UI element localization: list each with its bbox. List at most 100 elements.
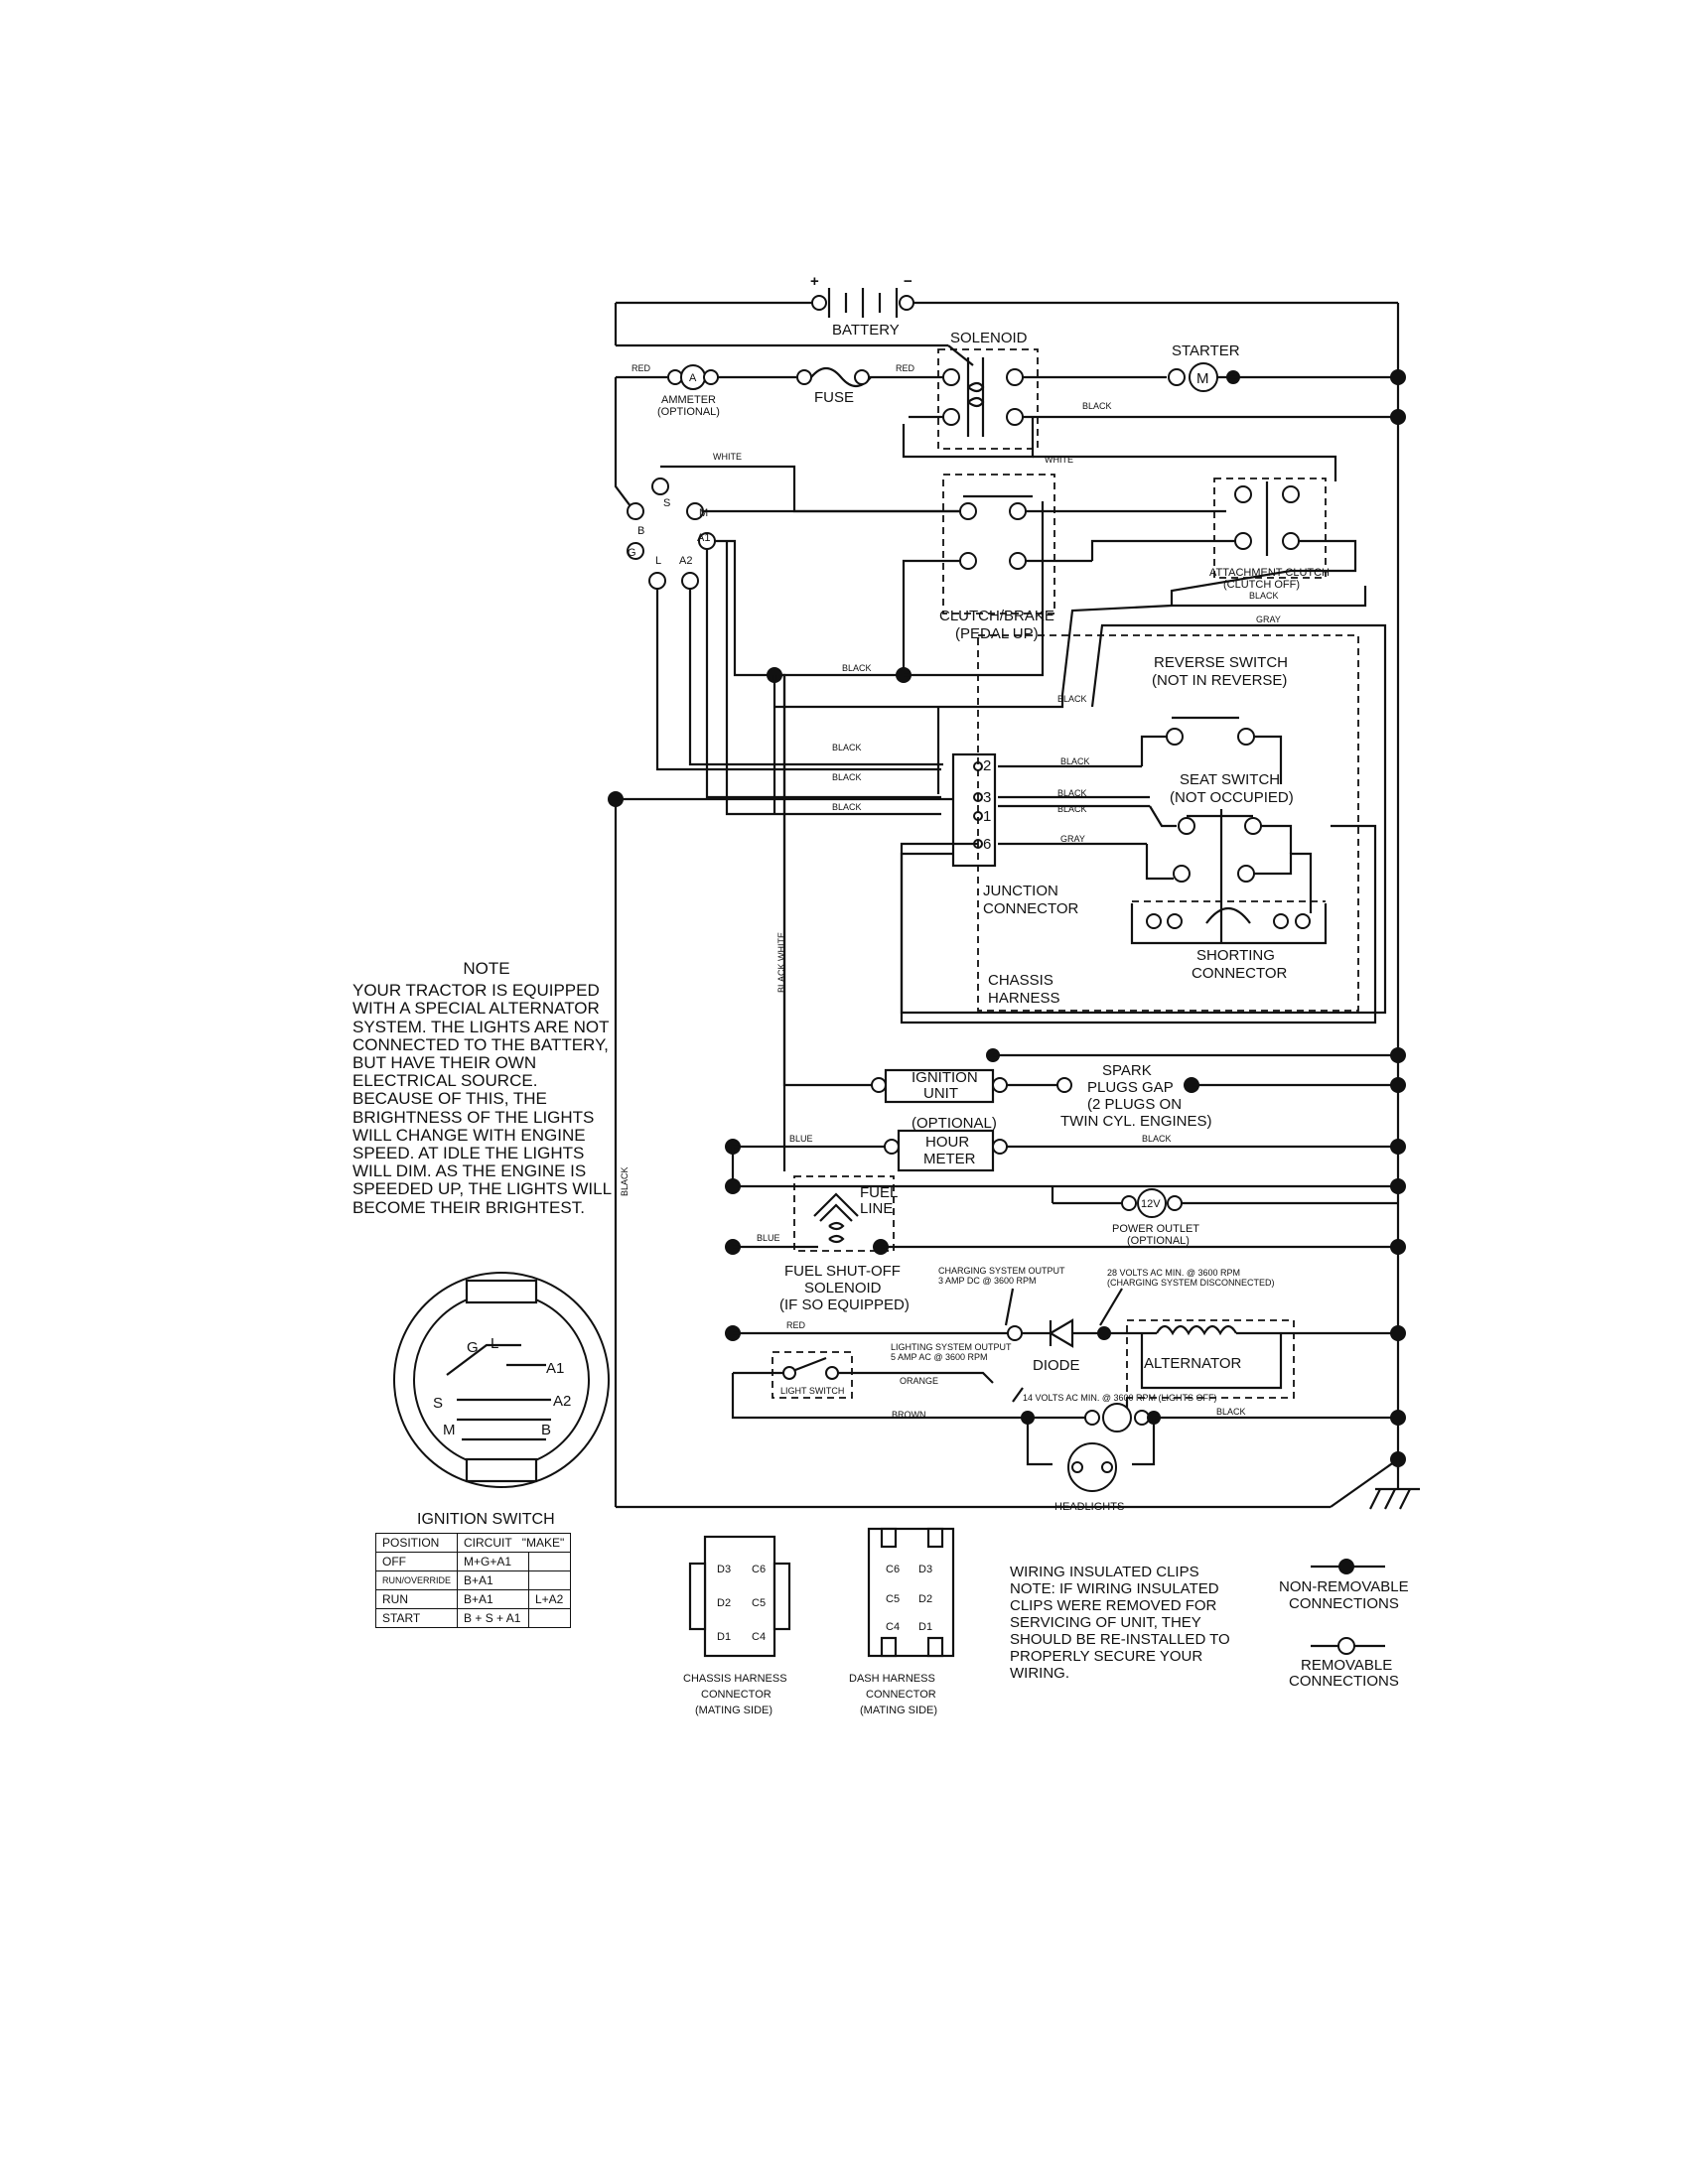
chassis-harness-connector: D3 C6 D2 C5 D1 C4 CHASSIS HARNESS CONNEC… xyxy=(683,1535,791,1716)
wire-black-1: BLACK xyxy=(1082,401,1112,411)
power-outlet-symbol: 12V xyxy=(1141,1198,1161,1210)
wire-blue-2: BLUE xyxy=(757,1233,780,1243)
wire-black-2: BLACK xyxy=(1249,591,1279,601)
ignition-terminals: B S M A1 A2 L G xyxy=(614,377,963,1171)
clips-line-6: PROPERLY SECURE YOUR xyxy=(1010,1648,1202,1665)
chassis-pin-4: C5 xyxy=(752,1597,766,1609)
ignition-switch-table: POSITION CIRCUIT "MAKE" OFF M+G+A1 RUN/O… xyxy=(374,1533,572,1628)
attachment-clutch-sub: (CLUTCH OFF) xyxy=(1223,579,1300,591)
seat-switch: SEAT SWITCH (NOT OCCUPIED) BLACK BLACK G… xyxy=(998,771,1294,943)
junction-pin-3: 3 xyxy=(983,789,991,806)
clips-line-5: SHOULD BE RE-INSTALLED TO xyxy=(1010,1631,1230,1648)
clips-line-3: CLIPS WERE REMOVED FOR xyxy=(1010,1597,1217,1614)
clips-line-4: SERVICING OF UNIT, THEY xyxy=(1010,1614,1201,1631)
legend-nonremovable-1: NON-REMOVABLE xyxy=(1279,1578,1409,1595)
charging-system: CHARGING SYSTEM OUTPUT 3 AMP DC @ 3600 R… xyxy=(725,1266,1406,1399)
dash-pin-4: D2 xyxy=(918,1593,932,1605)
wire-gray-1: GRAY xyxy=(1256,614,1281,624)
row-circuit: B+A1 xyxy=(457,1589,529,1609)
power-outlet-sub: (OPTIONAL) xyxy=(1127,1235,1190,1247)
row-extra: L+A2 xyxy=(527,1589,572,1609)
wire-black-6: BLACK xyxy=(832,772,862,782)
wire-black-8: BLACK xyxy=(1060,756,1090,766)
face-A2: A2 xyxy=(553,1393,571,1410)
spark-label-3: (2 PLUGS ON xyxy=(1087,1096,1182,1113)
ignition-switch-face: G L A1 S A2 M B xyxy=(393,1272,610,1488)
dash-pin-5: C4 xyxy=(886,1621,900,1633)
battery: + − BATTERY xyxy=(616,273,1398,339)
wire-gray-2: GRAY xyxy=(1060,834,1085,844)
junction-pin-1: 1 xyxy=(983,808,991,825)
ammeter-label: AMMETER xyxy=(661,394,716,406)
clutch-brake-label: CLUTCH/BRAKE xyxy=(939,608,1054,624)
junction-connector: 2 3 1 6 JUNCTION CONNECTOR xyxy=(951,752,1079,917)
ammeter-optional: (OPTIONAL) xyxy=(657,406,720,418)
dash-harness-connector: C6 D3 C5 D2 C4 D1 DASH HARNESS CONNECTOR… xyxy=(849,1527,955,1716)
chassis-conn-2: CONNECTOR xyxy=(701,1689,772,1701)
chassis-conn-1: CHASSIS HARNESS xyxy=(683,1673,787,1685)
table-row: OFF M+G+A1 xyxy=(374,1552,572,1571)
starter-symbol: M xyxy=(1196,370,1209,387)
power-outlet-label: POWER OUTLET xyxy=(1112,1223,1199,1235)
row-position: RUN xyxy=(374,1589,459,1609)
fuel-solenoid-2: SOLENOID xyxy=(804,1280,882,1297)
fuel-solenoid-3: (IF SO EQUIPPED) xyxy=(779,1297,910,1313)
charging-output: CHARGING SYSTEM OUTPUT xyxy=(938,1266,1065,1276)
reverse-switch-label: REVERSE SWITCH xyxy=(1154,654,1288,671)
chassis-pin-2: C6 xyxy=(752,1564,766,1575)
hour-meter-sub: METER xyxy=(923,1151,976,1167)
term-G: G xyxy=(628,547,636,559)
reverse-switch: REVERSE SWITCH (NOT IN REVERSE) BLACK xyxy=(998,654,1288,784)
wire-orange: ORANGE xyxy=(900,1376,938,1386)
term-S: S xyxy=(663,497,670,509)
fuel-line-label: FUEL xyxy=(860,1184,898,1201)
row-position: RUN/OVERRIDE xyxy=(374,1570,459,1590)
volts14: 14 VOLTS AC MIN. @ 3600 RPM (LIGHTS OFF) xyxy=(1023,1393,1217,1403)
battery-label: BATTERY xyxy=(832,322,900,339)
solenoid: SOLENOID xyxy=(909,330,1398,450)
face-G: G xyxy=(467,1339,479,1356)
clips-note: WIRING INSULATED CLIPS NOTE: IF WIRING I… xyxy=(1010,1564,1230,1682)
row-circuit: B + S + A1 xyxy=(457,1608,529,1628)
power-outlet: 12V POWER OUTLET (OPTIONAL) xyxy=(1051,1186,1398,1247)
wire-black-4: BLACK xyxy=(1057,694,1087,704)
attachment-clutch-label: ATTACHMENT CLUTCH xyxy=(1209,567,1330,579)
face-S: S xyxy=(433,1395,443,1412)
term-B: B xyxy=(637,525,644,537)
wire-black-3: BLACK xyxy=(842,663,872,673)
charging-output-sub: 3 AMP DC @ 3600 RPM xyxy=(938,1276,1037,1286)
header-position: POSITION xyxy=(374,1533,459,1553)
fuse: FUSE RED xyxy=(718,363,943,406)
spark-label: SPARK xyxy=(1102,1062,1152,1079)
dash-pin-2: D3 xyxy=(918,1564,932,1575)
volts28: 28 VOLTS AC MIN. @ 3600 RPM xyxy=(1107,1268,1240,1278)
row-extra xyxy=(527,1552,572,1571)
chassis-harness-sub: HARNESS xyxy=(988,990,1060,1007)
junction-pin-6: 6 xyxy=(983,836,991,853)
wire-brown: BROWN xyxy=(892,1410,926,1420)
lighting-output-sub: 5 AMP AC @ 3600 RPM xyxy=(891,1352,988,1362)
legend-nonremovable-2: CONNECTIONS xyxy=(1289,1595,1399,1612)
legend-removable-2: CONNECTIONS xyxy=(1289,1673,1399,1690)
ignition-unit-sub: UNIT xyxy=(923,1085,958,1102)
wire-black-10: BLACK xyxy=(1057,804,1087,814)
starter-label: STARTER xyxy=(1172,342,1240,359)
chassis-pin-6: C4 xyxy=(752,1631,766,1643)
alternator-note: NOTE YOUR TRACTOR IS EQUIPPED WITH A SPE… xyxy=(352,959,621,1217)
clips-line-1: WIRING INSULATED CLIPS xyxy=(1010,1564,1199,1580)
wire-red-2: RED xyxy=(896,363,915,373)
legend-removable-1: REMOVABLE xyxy=(1301,1657,1392,1674)
face-B: B xyxy=(541,1422,551,1438)
row-circuit: M+G+A1 xyxy=(457,1552,529,1571)
term-M: M xyxy=(699,507,708,519)
hour-meter-optional: (OPTIONAL) xyxy=(912,1115,997,1132)
chassis-conn-3: (MATING SIDE) xyxy=(695,1705,772,1716)
wire-red-1: RED xyxy=(632,363,651,373)
ammeter-symbol: A xyxy=(689,372,697,384)
battery-minus: − xyxy=(904,273,912,290)
clips-line-2: NOTE: IF WIRING INSULATED xyxy=(1010,1580,1219,1597)
header-circuit: CIRCUIT "MAKE" xyxy=(457,1533,572,1553)
wire-black-12: BLACK xyxy=(1216,1407,1246,1417)
attachment-clutch-switch: ATTACHMENT CLUTCH (CLUTCH OFF) BLACK GRA… xyxy=(774,478,1367,709)
